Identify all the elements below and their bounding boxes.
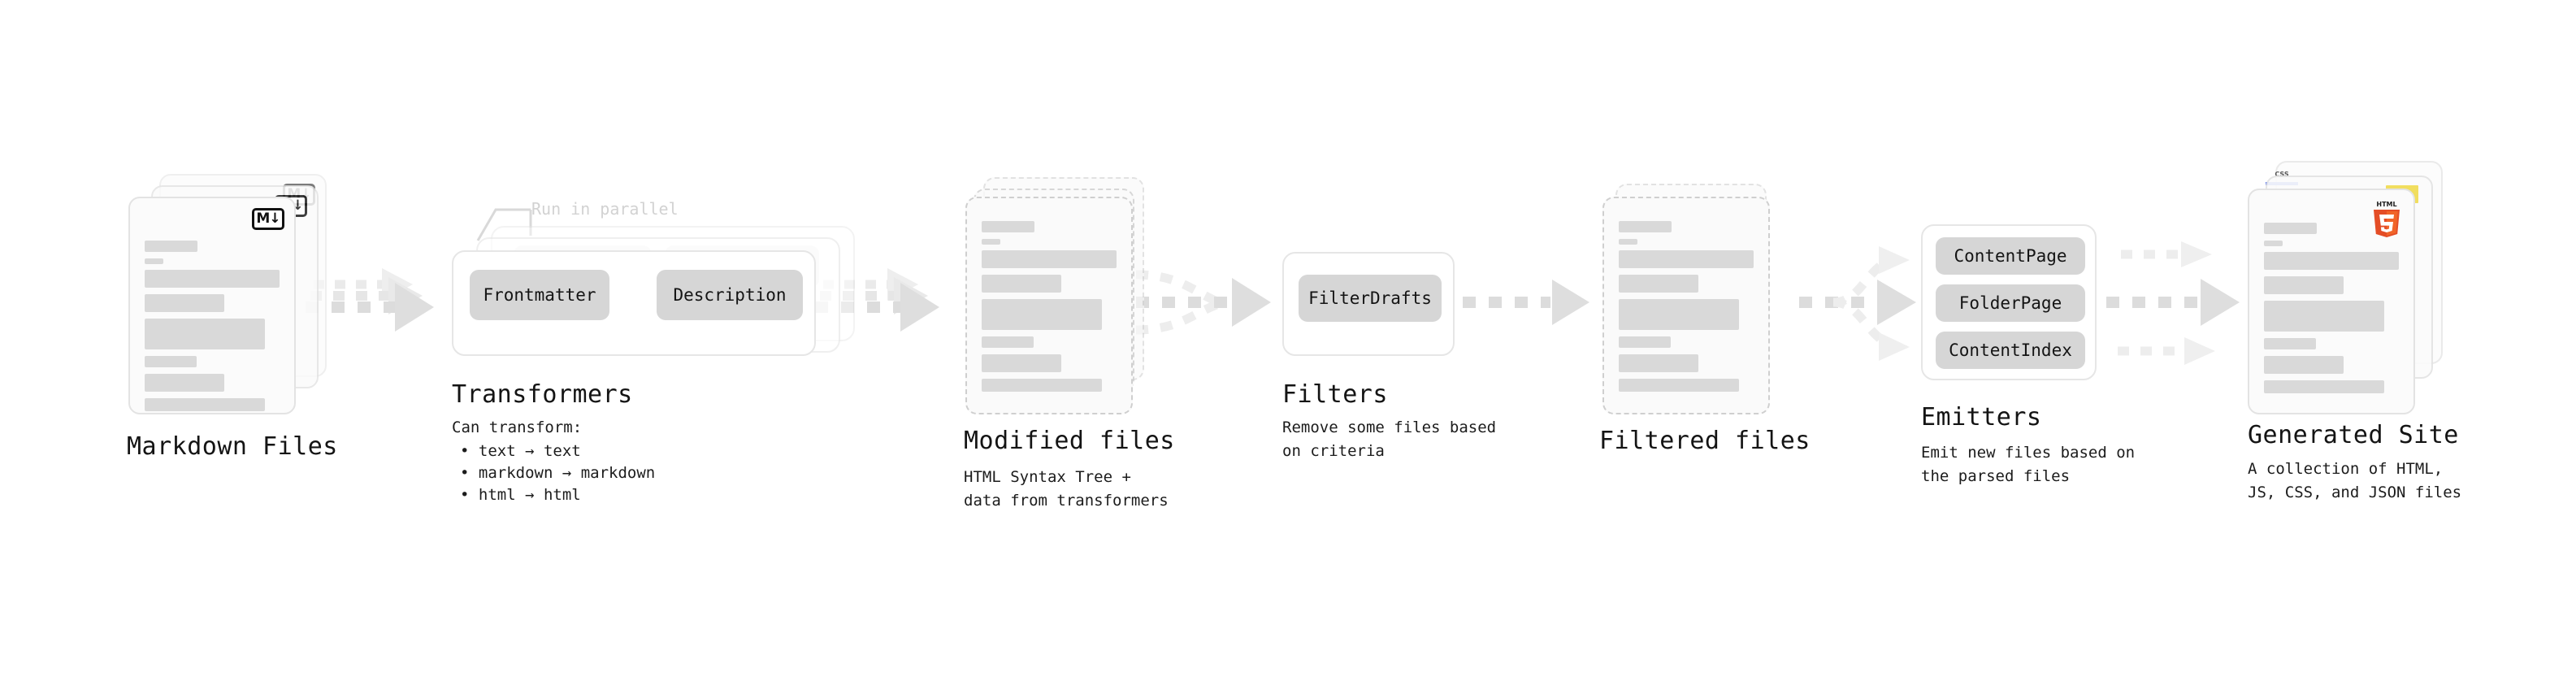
content-bar [1619,275,1698,293]
content-bar [982,299,1102,330]
stage-title-modified-files: Modified files [964,427,1175,455]
content-bar [145,270,280,288]
stage-title-filters: Filters [1282,380,1388,409]
content-bar [1619,379,1739,392]
chip-contentindex[interactable]: ContentIndex [1936,332,2085,369]
content-bar [1619,354,1698,372]
arrow-modified-to-filters [1135,270,1271,335]
content-bar [2264,223,2317,234]
filtered-card-front[interactable] [1602,197,1770,414]
content-bar [1619,239,1637,245]
content-bar [982,354,1061,372]
content-bar [982,275,1061,293]
svg-text:HTML: HTML [2376,201,2396,208]
content-bar [145,374,224,392]
stage-title-markdown-files: Markdown Files [127,432,338,461]
content-bar [1619,250,1754,268]
content-bar [982,250,1117,268]
content-bar [1619,299,1739,330]
content-bar [2264,356,2344,374]
css-icon-label: CSS [2275,171,2289,178]
markdown-icon: M↓ [252,208,284,230]
content-bar [145,319,265,349]
content-bar [2264,276,2344,294]
transform-bullet-1: • markdown → markdown [460,464,656,482]
stage-title-emitters: Emitters [1921,403,2042,432]
content-bar [2264,338,2316,349]
content-bar [145,294,224,312]
stage-title-filtered-files: Filtered files [1599,427,1811,455]
chip-filterdrafts[interactable]: FilterDrafts [1299,275,1442,322]
content-bar [982,336,1034,348]
transformer-box-front[interactable]: Frontmatter Description [452,250,816,356]
stage-subtitle-emitters: Emit new files based on the parsed files [1921,444,2136,485]
emitters-box[interactable]: ContentPage FolderPage ContentIndex [1921,224,2097,380]
html5-icon: HTML [2374,201,2400,237]
content-bar [2264,380,2384,393]
chip-frontmatter[interactable]: Frontmatter [470,270,609,320]
modified-card-front[interactable] [965,197,1133,414]
markdown-card-front[interactable]: M↓ [128,197,296,414]
site-card-front-html[interactable]: HTML [2248,189,2415,414]
content-bar [145,241,197,252]
chip-description[interactable]: Description [657,270,803,320]
content-bar [145,356,197,367]
arrow-filtered-to-emitters [1799,246,1916,361]
transform-bullet-2: • html → html [460,486,581,504]
content-bar [982,221,1034,232]
content-bar [982,379,1102,392]
content-bar [1619,221,1672,232]
content-bar [2264,252,2399,270]
content-bar [982,239,1000,245]
stage-subtitle-modified-files: HTML Syntax Tree + data from transformer… [964,468,1169,510]
stage-subtitle-transformers: Can transform: [452,419,583,436]
transform-bullet-0: • text → text [460,442,581,460]
content-bar [2264,301,2384,332]
arrow-filters-to-filtered [1463,280,1589,325]
content-bar [145,258,163,264]
chip-folderpage[interactable]: FolderPage [1936,284,2085,322]
filters-box[interactable]: FilterDrafts [1282,252,1455,356]
arrow-emitters-to-site [2106,241,2240,365]
stage-title-transformers: Transformers [452,380,633,409]
content-bar [2264,241,2283,246]
content-bar [145,398,265,411]
content-bar [1619,336,1671,348]
stage-subtitle-generated-site: A collection of HTML, JS, CSS, and JSON … [2248,460,2462,501]
chip-contentpage[interactable]: ContentPage [1936,237,2085,275]
stage-subtitle-filters: Remove some files based on criteria [1282,419,1497,460]
stage-title-generated-site: Generated Site [2248,421,2459,449]
run-in-parallel-label: Run in parallel [531,199,679,219]
